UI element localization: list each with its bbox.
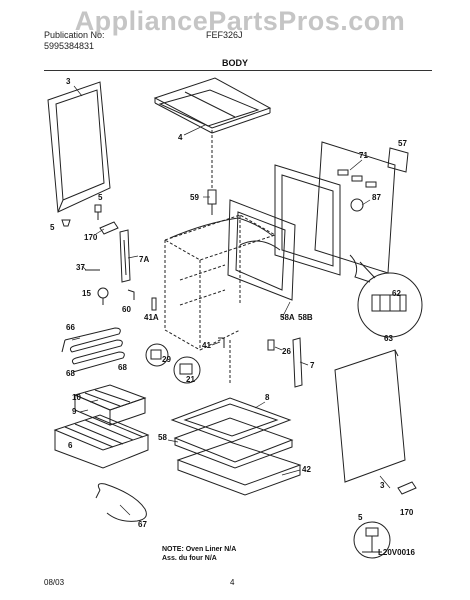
callout-8: 8 [265, 393, 270, 402]
note-line-1: NOTE: Oven Liner N/A [162, 546, 237, 553]
oven-liner-note: NOTE: Oven Liner N/A Ass. du four N/A [162, 545, 236, 563]
bracket-41 [218, 337, 225, 348]
callout-41: 41 [202, 341, 211, 350]
callout-68-left: 68 [66, 369, 75, 378]
callout-71: 71 [359, 151, 368, 160]
callout-68-right: 68 [118, 363, 127, 372]
terminal-block-detail [357, 261, 423, 338]
callout-3: 3 [66, 77, 71, 86]
callout-7: 7 [310, 361, 315, 370]
top-panel [153, 77, 272, 134]
leveling-leg-left [61, 204, 102, 227]
footer-date: 08/03 [44, 578, 65, 587]
back-panel [314, 141, 396, 274]
callout-6: 6 [68, 441, 73, 450]
broil-element [95, 483, 147, 522]
callout-58b: 58B [298, 313, 313, 322]
front-frame [227, 199, 296, 301]
callout-37: 37 [76, 263, 85, 272]
callout-42: 42 [302, 465, 311, 474]
callout-labels: 3 4 57 71 87 59 5 5 170 7A 37 15 60 41A … [50, 77, 414, 529]
callout-26: 26 [282, 347, 291, 356]
oven-liner-top [169, 217, 274, 239]
leveling-leg-right [353, 521, 391, 559]
callout-58a: 58A [280, 313, 295, 322]
callout-3-right: 3 [380, 481, 385, 490]
callout-5: 5 [98, 193, 103, 202]
side-panel-right [334, 349, 406, 483]
publication-label: Publication No: [44, 30, 105, 40]
callout-21: 21 [186, 375, 195, 384]
callout-7a: 7A [139, 255, 149, 264]
callout-66: 66 [66, 323, 75, 332]
callout-41a: 41A [144, 313, 159, 322]
callout-5-left: 5 [50, 223, 55, 232]
part-15 [97, 287, 109, 305]
oven-liner [163, 130, 277, 385]
callout-9: 9 [72, 407, 77, 416]
detail-29 [145, 343, 169, 367]
oven-door [170, 397, 294, 469]
section-title: BODY [221, 58, 248, 68]
callout-67: 67 [138, 520, 147, 529]
bake-element [61, 327, 125, 373]
callout-4: 4 [178, 133, 183, 142]
callout-60: 60 [122, 305, 131, 314]
callout-29: 29 [162, 355, 171, 364]
storage-drawer [176, 441, 302, 496]
callout-5-right: 5 [358, 513, 363, 522]
oven-rack [53, 414, 150, 469]
callout-57: 57 [398, 139, 407, 148]
leg-bracket-left [99, 221, 119, 235]
inner-back-panel [274, 164, 341, 276]
clip-60 [127, 289, 135, 300]
detail-21 [173, 356, 201, 384]
callout-170-right: 170 [400, 508, 414, 517]
model-number: FEF326J [206, 30, 243, 40]
leader-lines [71, 85, 391, 516]
callout-63: 63 [384, 334, 393, 343]
callout-170: 170 [84, 233, 98, 242]
rating-label [387, 147, 409, 173]
callout-87: 87 [372, 193, 381, 202]
side-panel-left [47, 81, 111, 213]
footer-page-number: 4 [230, 578, 235, 587]
publication-number: 5995384831 [44, 41, 95, 51]
note-line-2: Ass. du four N/A [162, 555, 217, 562]
wire-harness [349, 254, 371, 283]
callout-10: 10 [72, 393, 81, 402]
bracket-41a [151, 297, 157, 311]
callout-58: 58 [158, 433, 167, 442]
callout-62: 62 [392, 289, 401, 298]
diagram-code: L20V0016 [378, 548, 415, 557]
callout-15: 15 [82, 289, 91, 298]
leg-bracket-right [397, 481, 417, 495]
title-rule [44, 70, 432, 71]
broiler-pan [73, 384, 147, 426]
hinge-receptacle-left [119, 229, 131, 283]
oven-sensor [207, 189, 217, 215]
hinge-receptacle-right [292, 337, 303, 388]
part-26 [267, 339, 275, 351]
callout-59: 59 [190, 193, 199, 202]
